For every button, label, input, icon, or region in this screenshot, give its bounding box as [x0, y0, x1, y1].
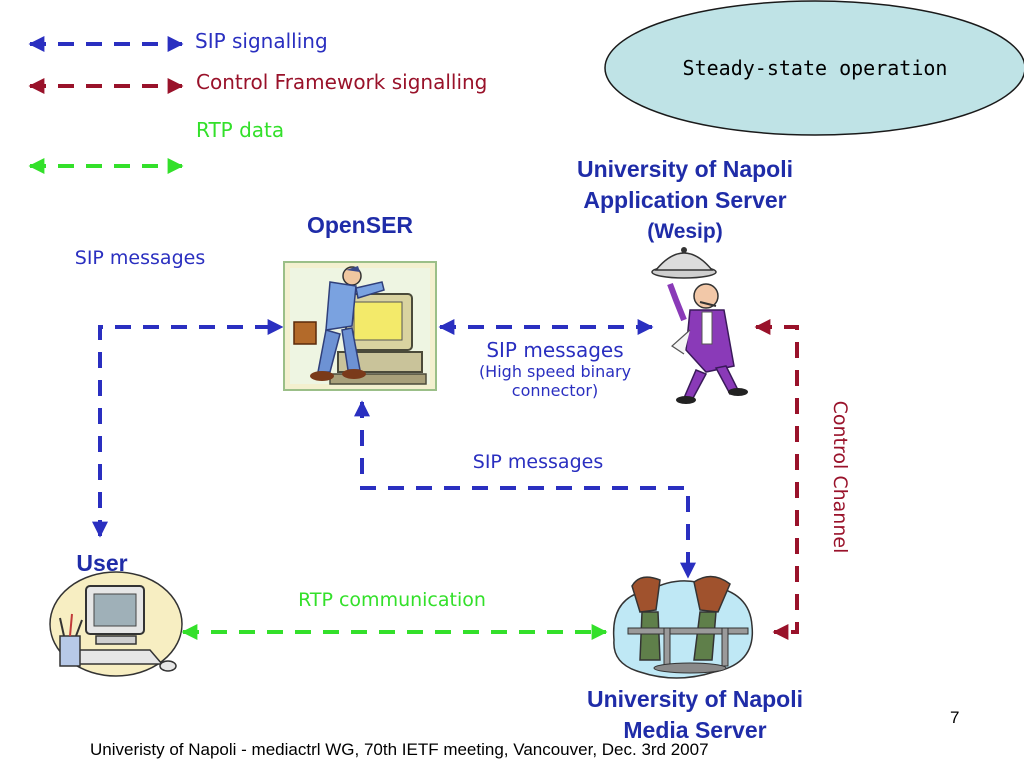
- waiter-with-tray-icon: [651, 247, 748, 404]
- app-server-title-line3: (Wesip): [647, 220, 723, 243]
- edge-label-user-openser: SIP messages: [74, 247, 206, 269]
- media-server-title-line1: University of Napoli: [587, 686, 803, 712]
- legend-rtp-label: RTP data: [196, 118, 285, 142]
- edge-label-control-channel: Control Channel: [829, 400, 851, 554]
- steady-state-label: Steady-state operation: [682, 56, 948, 80]
- edge-control-channel: [754, 319, 799, 640]
- edge-label-openser-media: SIP messages: [472, 451, 604, 473]
- node-openser-title: OpenSER: [306, 212, 414, 238]
- node-user-title: User: [76, 550, 128, 576]
- desktop-computer-icon: [49, 571, 183, 677]
- edge-label-openser-app-line3: connector): [511, 381, 599, 400]
- legend-sip-label: SIP signalling: [195, 29, 328, 53]
- legend-control-label: Control Framework signalling: [196, 70, 488, 94]
- steady-state-ellipse: [604, 0, 1024, 136]
- node-app-server-title: University of Napoli Application Server …: [530, 154, 840, 247]
- edge-user-openser: [92, 319, 284, 538]
- worker-at-computer-icon: [283, 261, 437, 391]
- app-server-title-line1: University of Napoli: [577, 156, 793, 182]
- page-number: 7: [950, 708, 960, 727]
- footer-text: Univeristy of Napoli - mediactrl WG, 70t…: [90, 740, 709, 759]
- app-server-title-line2: Application Server: [583, 187, 787, 213]
- edge-openser-media: [354, 400, 696, 579]
- media-server-title-line2: Media Server: [623, 717, 767, 743]
- edge-label-openser-app-line1: SIP messages: [486, 338, 624, 362]
- edge-label-openser-app-line2: (High speed binary: [478, 362, 632, 381]
- media-server-icon: [612, 575, 754, 679]
- node-media-server-title: University of Napoli Media Server: [540, 684, 850, 746]
- edge-label-openser-app: SIP messages (High speed binary connecto…: [450, 338, 660, 400]
- edge-label-user-media: RTP communication: [298, 589, 486, 611]
